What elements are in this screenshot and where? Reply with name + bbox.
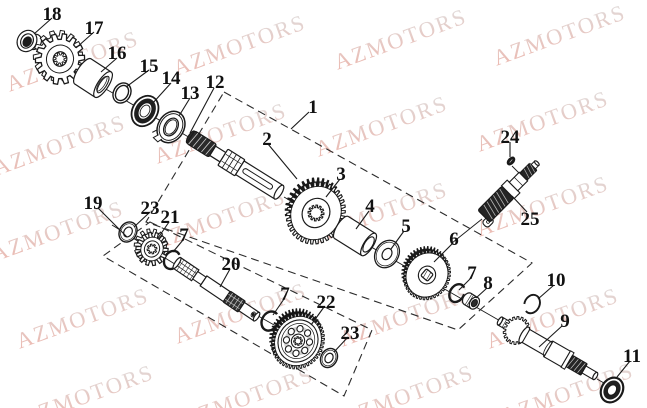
- part-17-sprocket: [32, 29, 86, 86]
- leader-line: [355, 210, 370, 230]
- part-label-20: 20: [222, 254, 241, 275]
- leader-line: [33, 17, 53, 35]
- group-boxes-layer: [101, 91, 533, 397]
- watermark-text: AZMOTORS: [170, 9, 310, 80]
- part-label-23: 23: [141, 198, 160, 219]
- part-label-14: 14: [162, 68, 182, 89]
- part-2-input-shaft: [185, 130, 285, 200]
- part-label-17: 17: [85, 18, 105, 39]
- part-23-washer: [118, 221, 138, 243]
- leader-line: [433, 243, 453, 263]
- part-22-gear: [269, 308, 325, 370]
- leader-line: [219, 268, 231, 288]
- part-label-7: 7: [280, 284, 290, 305]
- leader-line: [100, 57, 118, 73]
- leader-line: [390, 230, 405, 250]
- part-24-pin: [506, 156, 516, 166]
- leader-line: [189, 87, 215, 134]
- leader-line: [458, 277, 472, 291]
- part-label-10: 10: [547, 270, 566, 291]
- part-label-6: 6: [449, 229, 459, 250]
- part-20-countershaft: [172, 256, 261, 322]
- group-box-19: [101, 221, 373, 397]
- part-label-7: 7: [467, 263, 477, 284]
- part-5-washer: [373, 239, 401, 269]
- part-label-19: 19: [84, 193, 103, 214]
- leader-line: [157, 221, 170, 239]
- part-6-gear: [401, 245, 451, 301]
- leader-line: [511, 195, 528, 213]
- leader-line: [538, 325, 563, 348]
- watermark-text: AZMOTORS: [490, 0, 630, 71]
- watermark-text: AZMOTORS: [18, 359, 158, 408]
- part-label-3: 3: [336, 164, 346, 185]
- leader-line: [151, 82, 172, 105]
- part-label-2: 2: [262, 129, 272, 150]
- part-label-8: 8: [483, 273, 493, 294]
- parts-layer: [16, 29, 625, 404]
- part-13-bearing-retainer: [152, 110, 186, 144]
- part-4-spacer: [332, 215, 378, 257]
- leader-line: [290, 111, 310, 130]
- leader-line: [133, 211, 151, 228]
- leader-line: [272, 298, 285, 316]
- leader-line: [172, 239, 184, 253]
- part-label-11: 11: [623, 346, 641, 367]
- part-label-24: 24: [501, 127, 521, 148]
- part-7-circlip: [448, 283, 466, 304]
- leader-line: [125, 69, 150, 88]
- part-18-flanged-nut: [16, 29, 43, 53]
- leader-line: [325, 178, 341, 198]
- part-23-washer: [319, 347, 339, 369]
- part-label-16: 16: [108, 43, 127, 64]
- part-15-o-ring: [112, 82, 132, 104]
- watermark-text: AZMOTORS: [0, 109, 129, 180]
- part-label-22: 22: [317, 292, 336, 313]
- leader-line: [178, 97, 191, 117]
- leader-line: [97, 207, 128, 238]
- part-label-18: 18: [43, 4, 62, 25]
- part-label-9: 9: [560, 311, 570, 332]
- leader-line: [537, 284, 555, 300]
- part-label-12: 12: [206, 72, 225, 93]
- leader-line: [616, 360, 631, 378]
- watermark-text: AZMOTORS: [312, 90, 452, 161]
- part-16-spacer-bushing: [72, 57, 114, 99]
- leader-lines-layer: [33, 17, 631, 378]
- watermark-text: AZMOTORS: [331, 3, 471, 74]
- watermark-text: AZMOTORS: [473, 85, 613, 156]
- part-label-15: 15: [140, 56, 159, 77]
- part-label-21: 21: [161, 207, 180, 228]
- part-25-drive-shaft: [478, 160, 540, 228]
- group-box-1: [145, 91, 533, 331]
- part-8-collar: [461, 292, 481, 310]
- part-9-output-shaft: [496, 316, 599, 381]
- part-label-7: 7: [179, 225, 189, 246]
- watermark-text: AZMOTORS: [0, 195, 127, 266]
- leader-line: [333, 336, 349, 353]
- leader-line: [310, 306, 325, 326]
- part-label-25: 25: [521, 209, 540, 230]
- leader-line: [75, 31, 95, 49]
- part-label-1: 1: [308, 97, 318, 118]
- part-label-23: 23: [341, 323, 360, 344]
- leader-line: [475, 287, 488, 299]
- part-label-13: 13: [181, 83, 200, 104]
- leader-line: [267, 143, 298, 180]
- watermark-text: AZMOTORS: [338, 359, 478, 408]
- part-10-snap-ring: [523, 293, 541, 315]
- watermark-text: AZMOTORS: [13, 282, 153, 353]
- part-label-4: 4: [365, 196, 375, 217]
- part-14-oil-seal: [130, 94, 160, 128]
- part-11-seal-ring: [599, 376, 625, 404]
- part-label-5: 5: [401, 216, 411, 237]
